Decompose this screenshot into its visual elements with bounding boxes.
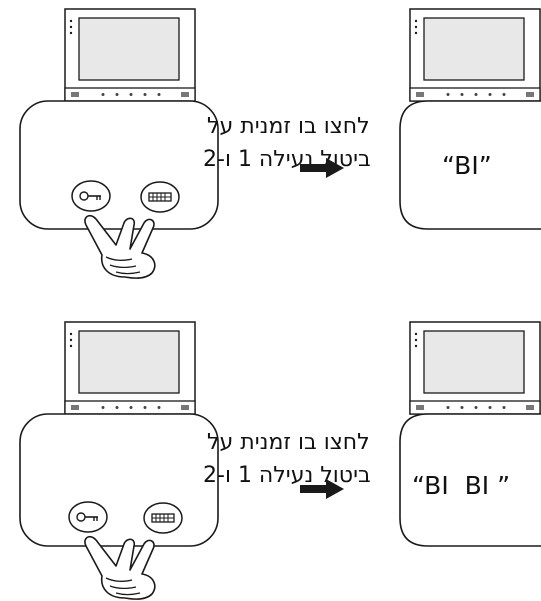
result-sound-text: “BI” [442, 151, 492, 180]
monitor-icon [409, 8, 541, 102]
step-1: לחצו בו זמנית על ביטול נעילה 1 ו-2 “BI” [19, 8, 541, 279]
instruction-line-1: לחצו בו זמנית על [207, 114, 370, 139]
step-2: לחצו בו זמנית על ביטול נעילה 1 ו-2 “BI B… [19, 321, 541, 600]
instruction-line-1: לחצו בו זמנית על [207, 430, 370, 455]
instruction-line-2: ביטול נעילה 1 ו-2 [203, 147, 371, 172]
monitor-icon [64, 321, 196, 415]
result-panel [399, 413, 541, 547]
monitor-icon [409, 321, 541, 415]
control-panel [19, 100, 219, 230]
result-panel [399, 100, 541, 230]
gate-icon [143, 502, 183, 534]
instruction-line-2: ביטול נעילה 1 ו-2 [203, 463, 371, 488]
key-icon [68, 501, 108, 533]
monitor-icon [64, 8, 196, 102]
control-panel [19, 413, 219, 547]
gate-icon [140, 181, 180, 213]
result-sound-text: “BI BI ” [412, 471, 510, 500]
key-icon [71, 180, 111, 212]
